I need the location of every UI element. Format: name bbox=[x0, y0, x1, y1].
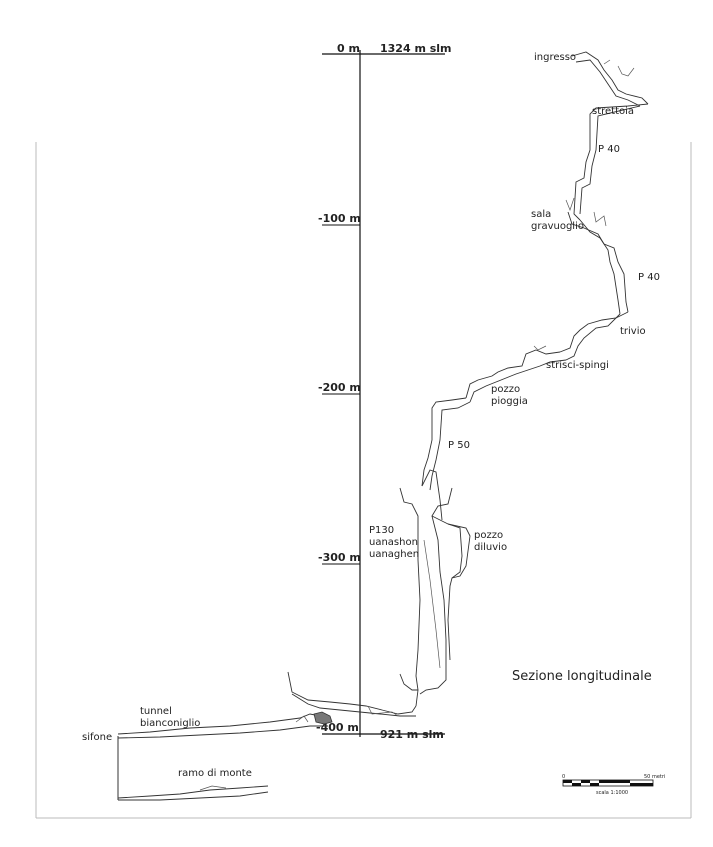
page-frame bbox=[35, 142, 692, 819]
scale-label-start: 0 bbox=[562, 774, 565, 780]
label-p40-lower: P 40 bbox=[638, 272, 660, 283]
cave-p130-chamber bbox=[399, 487, 421, 707]
depth-axis: 0 m 1324 m slm -100 m -200 m -300 m -400… bbox=[316, 42, 452, 741]
cave-ramo-di-monte bbox=[117, 785, 269, 799]
label-pozzo-pioggia-line2: pioggia bbox=[491, 396, 528, 407]
label-p130-line3: uanaghen bbox=[369, 549, 419, 560]
label-p130-line2: uanashon bbox=[369, 537, 418, 548]
cave-p130-shaft bbox=[419, 515, 447, 695]
diagram-title: Sezione longitudinale bbox=[512, 669, 652, 684]
cave-p40-upper bbox=[573, 103, 649, 221]
label-p40-upper: P 40 bbox=[598, 144, 620, 155]
scale-caption: scala 1:1000 bbox=[596, 790, 628, 796]
label-tunnel-line2: bianconiglio bbox=[140, 718, 200, 729]
label-ingresso: ingresso bbox=[534, 52, 576, 63]
scale-bar: 0 50 metri scala 1:1000 bbox=[562, 774, 665, 796]
label-p50: P 50 bbox=[448, 440, 470, 451]
depth-label-200: -200 m bbox=[318, 381, 361, 394]
label-pozzo-pioggia-line1: pozzo bbox=[491, 384, 520, 395]
label-pozzo-diluvio-line2: diluvio bbox=[474, 542, 507, 553]
label-ramo-di-monte: ramo di monte bbox=[178, 768, 252, 779]
cave-bottom-chamber bbox=[287, 671, 417, 715]
label-sala-line1: sala bbox=[531, 209, 551, 220]
depth-label-0: 0 m bbox=[337, 42, 360, 55]
cave-entrance-passage bbox=[571, 51, 649, 105]
label-sifone: sifone bbox=[82, 732, 112, 743]
cave-pozzo-pioggia bbox=[421, 397, 467, 487]
label-strisci-spingi: strisci-spingi bbox=[546, 360, 609, 371]
label-strettoia: strettoia bbox=[592, 106, 634, 117]
cave-trivio bbox=[559, 311, 629, 353]
label-p130-line1: P130 bbox=[369, 525, 394, 536]
depth-label-400: -400 m bbox=[316, 721, 359, 734]
cave-labels: ingresso strettoia P 40 sala gravuoglio … bbox=[82, 52, 660, 779]
cave-passages bbox=[117, 51, 649, 801]
cave-strisci-spingi bbox=[465, 349, 561, 399]
altitude-label-top: 1324 m slm bbox=[380, 42, 452, 55]
depth-label-100: -100 m bbox=[318, 212, 361, 225]
label-pozzo-diluvio-line1: pozzo bbox=[474, 530, 503, 541]
label-trivio: trivio bbox=[620, 326, 646, 337]
depth-label-300: -300 m bbox=[318, 551, 361, 564]
label-tunnel-line1: tunnel bbox=[140, 706, 172, 717]
cave-sala-gravuoglio bbox=[567, 211, 629, 313]
altitude-label-bottom: 921 m slm bbox=[380, 728, 444, 741]
scale-label-end: 50 metri bbox=[644, 774, 665, 780]
cave-pozzo-diluvio bbox=[447, 523, 471, 661]
label-sala-line2: gravuoglio bbox=[531, 221, 584, 232]
siphon-sump bbox=[313, 711, 333, 725]
